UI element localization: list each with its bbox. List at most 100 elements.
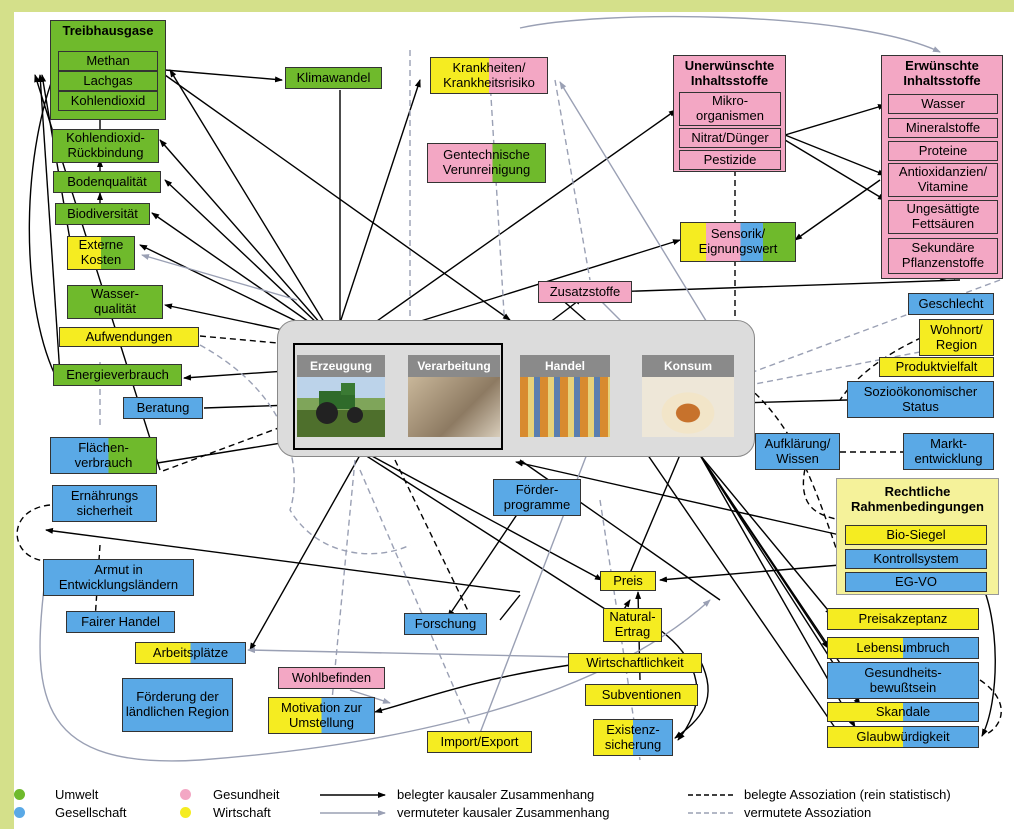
stage-handel-label: Handel [520,355,610,377]
flaechenverbrauch-box: Flächen- verbrauch [50,437,157,474]
pflanzenstoffe-box: Sekundäre Pflanzenstoffe [888,238,998,274]
externe-kosten-box: Externe Kosten [67,236,135,270]
link-line [699,454,851,679]
wohnort-box: Wohnort/ Region [919,319,994,356]
link-line [784,139,886,201]
antioxidanzien-box: Antioxidanzien/ Vitamine [888,163,998,197]
ernaehrungssicherheit-box: Ernährungs sicherheit [52,485,157,522]
link-line [349,689,391,704]
mineralstoffe-box: Mineralstoffe [888,118,998,138]
legend-gesundheit-dot [180,789,191,800]
link-line [659,629,698,741]
import-export-box: Import/Export [427,731,532,753]
link-line [749,349,931,386]
eg-vo-box: EG-VO [845,572,987,592]
link-line [479,419,601,734]
pestizide-box: Pestizide [679,150,781,170]
link-line [979,579,996,737]
legend-gesundheit: Gesundheit [213,787,280,802]
bodenqualitaet-box: Bodenqualität [53,171,161,193]
link-line [359,469,471,726]
treibhausgase-title: Treibhausgase [62,23,154,38]
preis-box: Preis [600,571,656,591]
aufklaerung-box: Aufklärung/ Wissen [755,433,840,470]
produktvielfalt-box: Produktvielfalt [879,357,994,377]
link-line [141,254,298,301]
foerderung-box: Förderung der ländlichen Region [122,678,233,732]
kontrollsystem-box: Kontrollsystem [845,549,987,569]
soziooekonomisch-box: Sozioökonomischer Status [847,381,994,418]
link-line [37,74,61,376]
preisakzeptanz-box: Preisakzeptanz [827,608,979,630]
wasserqualitaet-box: Wasser- qualität [67,285,163,319]
wasser-box: Wasser [888,94,998,114]
rechtliche-title: Rechtliche Rahmenbedingungen [851,484,984,514]
unerwuenschte-group: Unerwünschte Inhaltsstoffe Mikro- organi… [673,55,786,172]
link-line [199,344,411,555]
link-line [447,509,521,618]
stage-verarbeitung-label: Verarbeitung [408,355,500,377]
lachgas-box: Lachgas [58,71,158,91]
stage-erzeugung-label: Erzeugung [297,355,385,377]
kohlendioxid-rueckbindung-box: Kohlendioxid- Rückbindung [52,129,159,163]
erzeugung-verarbeitung-frame [293,343,503,450]
link-line [247,647,576,658]
link-line [394,459,471,616]
treibhausgase-group: Treibhausgase Methan Lachgas Kohlendioxi… [50,20,166,120]
unerwuenschte-title: Unerwünschte Inhaltsstoffe [684,58,775,88]
link-line [364,454,631,626]
link-line [559,81,731,361]
link-line [159,139,336,341]
subventionen-box: Subventionen [585,684,698,706]
link-line [151,212,336,341]
legend-gesellschaft-dot [14,807,25,818]
link-line [519,15,941,53]
zusatzstoffe-box: Zusatzstoffe [538,281,632,303]
legend-gesellschaft: Gesellschaft [55,805,127,820]
link-line [164,74,511,321]
mikroorganismen-box: Mikro- organismen [679,92,781,126]
rechtliche-group: Rechtliche Rahmenbedingungen Bio-Siegel … [836,478,999,595]
kohlendioxid-box: Kohlendioxid [58,91,158,111]
link-line [659,564,841,583]
stage-handel: Handel [520,355,610,437]
biodiversitaet-box: Biodiversität [55,203,150,225]
legend-vermutet-assoz: vermutete Assoziation [744,805,872,820]
legend-vermutet-kausal: vermuteter kausaler Zusammenhang [397,805,610,820]
natural-ertrag-box: Natural- Ertrag [603,608,662,642]
nitrat-box: Nitrat/Dünger [679,128,781,148]
arbeitsplaetze-box: Arbeitsplätze [135,642,246,664]
wohlbefinden-box: Wohlbefinden [278,667,385,689]
forschung-box: Forschung [404,613,487,635]
link-line [499,594,521,621]
stage-konsum-label: Konsum [642,355,734,377]
skandale-box: Skandale [827,702,979,722]
link-line [674,659,709,739]
link-line [144,439,301,467]
stage-verarbeitung: Verarbeitung [408,355,500,437]
link-line [349,109,677,341]
lebensumbruch-box: Lebensumbruch [827,637,979,659]
link-line [374,664,571,714]
legend-belegt-assoz: belegte Assoziation (rein statistisch) [744,787,951,802]
link-line [802,449,841,521]
erwuenschte-title: Erwünschte Inhaltsstoffe [903,58,981,88]
bio-siegel-box: Bio-Siegel [845,525,987,545]
fairer-handel-box: Fairer Handel [66,611,175,633]
link-line [699,454,833,616]
erwuenschte-group: Erwünschte Inhaltsstoffe Wasser Minerals… [881,55,1003,279]
link-line [369,454,603,581]
link-line [164,69,283,83]
legend-umwelt: Umwelt [55,787,99,802]
marktentwicklung-box: Markt- entwicklung [903,433,994,470]
link-line [784,104,886,136]
tractor-image [297,377,385,437]
klimawandel-box: Klimawandel [285,67,382,89]
breakfast-image [642,377,734,437]
aufwendungen-box: Aufwendungen [59,327,199,347]
stage-erzeugung: Erzeugung [297,355,385,437]
energieverbrauch-box: Energieverbrauch [53,364,182,386]
link-line [794,179,881,241]
gesundheitsbewusstsein-box: Gesundheits- bewußtsein [827,662,979,699]
armut-box: Armut in Entwicklungsländern [43,559,194,596]
